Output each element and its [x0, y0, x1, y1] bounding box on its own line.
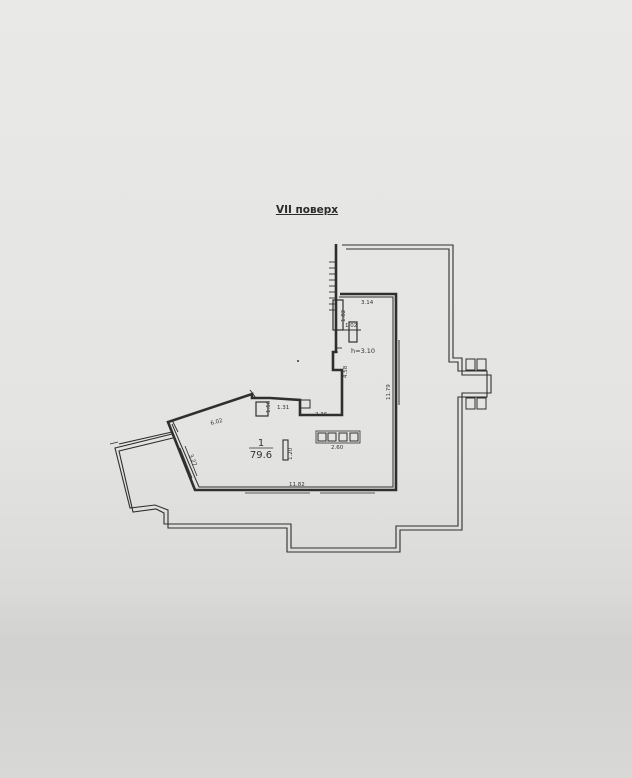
room-wall	[166, 244, 398, 492]
hatch-marks	[329, 261, 336, 311]
counter-1	[317, 432, 327, 442]
dim-2-60: 2.60	[331, 445, 344, 451]
vent-box-top-right	[476, 358, 487, 371]
dim-1-20: 1.20	[288, 447, 294, 460]
wall-niche	[332, 299, 344, 331]
dim-6-02: 6.02	[210, 418, 223, 427]
vent-box-top-left	[465, 358, 476, 371]
dim-1-02: 1.02	[345, 323, 357, 329]
door-marks	[109, 347, 342, 445]
dim-3-14: 3.14	[361, 300, 374, 306]
dim-2-36: 2.36	[315, 412, 328, 418]
terrace-left-top	[118, 431, 173, 445]
vent-box-bottom-left	[465, 397, 476, 410]
wall-pillar	[348, 321, 358, 343]
terrace-outline-inner	[118, 248, 488, 549]
dim-4-58: 4.58	[343, 365, 349, 378]
dim-1-82: 1.82	[341, 310, 347, 322]
room-number: 1	[258, 438, 264, 449]
paper-shadow	[0, 590, 632, 778]
dim-11-82: 11.82	[289, 482, 305, 488]
dim-1-56: 1.56	[266, 400, 272, 413]
plan-dot	[297, 360, 299, 362]
room-wall-inner	[171, 296, 394, 488]
floor-title: VII поверх	[275, 204, 339, 216]
dim-1-31: 1.31	[277, 405, 289, 411]
room-area: 79.6	[250, 450, 272, 461]
ceiling-height: h=3.10	[351, 347, 375, 355]
counter-4	[349, 432, 359, 442]
dim-3-27: 3.27	[187, 454, 197, 468]
terrace-outline-outer	[114, 244, 492, 553]
vent-box-bottom-right	[476, 397, 487, 410]
window-left	[179, 447, 193, 479]
room-column	[282, 439, 289, 461]
dim-11-79: 11.79	[386, 384, 392, 400]
counter-2	[327, 432, 337, 442]
counter-3	[338, 432, 348, 442]
recess	[255, 401, 269, 417]
